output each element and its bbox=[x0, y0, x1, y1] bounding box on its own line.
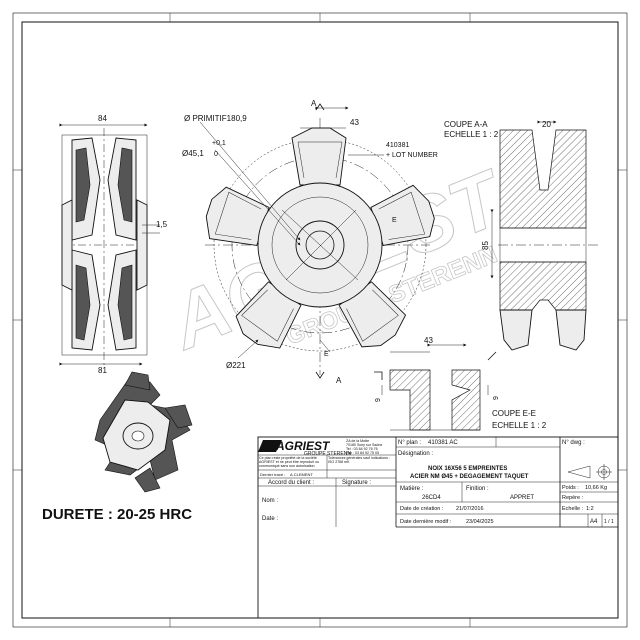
sheet-format: A4 bbox=[590, 519, 598, 525]
cut-a-bottom: A bbox=[336, 376, 342, 385]
client-name-label: Nom : bbox=[262, 498, 278, 504]
dim-20: 20 bbox=[542, 120, 551, 129]
last-user-value: A.CLEMENT bbox=[290, 472, 313, 477]
sheet-count: 1 / 1 bbox=[604, 519, 614, 525]
signature-label: Signature : bbox=[342, 480, 371, 486]
address-line-1: ZA de la Motte bbox=[346, 439, 369, 443]
cut-a-top: A bbox=[311, 99, 317, 108]
dim-offset-1-5: 1,5 bbox=[156, 220, 168, 229]
dwg-number-label: N° dwg : bbox=[562, 440, 585, 446]
isometric-view bbox=[94, 371, 193, 493]
cut-e-bottom: E bbox=[324, 351, 329, 358]
designation-label: Désignation : bbox=[398, 451, 433, 457]
address-line-3: Tel : 03 84 92 76 76 bbox=[346, 447, 378, 451]
plan-number-value: 410381 AC bbox=[428, 440, 458, 446]
cut-e-top: E bbox=[392, 217, 397, 224]
mark-label: Repère : bbox=[562, 495, 584, 501]
dim-43-top: 43 bbox=[350, 118, 359, 127]
section-e-scale: ECHELLE 1 : 2 bbox=[492, 421, 547, 430]
finish-label: Finition : bbox=[466, 486, 489, 492]
dim-width-84: 84 bbox=[98, 114, 107, 123]
dim-bore-diameter: Ø45,1 bbox=[182, 149, 204, 158]
client-date-label: Date : bbox=[262, 516, 278, 522]
zone-ticks bbox=[13, 13, 627, 627]
client-agreement-label: Accord du client : bbox=[268, 480, 314, 486]
scale-value: 1:2 bbox=[586, 506, 594, 512]
modified-label: Date dernière modif : bbox=[400, 519, 452, 525]
dim-9-right: 9 bbox=[493, 396, 500, 400]
weight-label: Poids : bbox=[562, 485, 579, 491]
section-e-e bbox=[374, 343, 497, 431]
front-view bbox=[199, 103, 435, 379]
address-line-2: 70180 Scey sur Saône bbox=[346, 443, 382, 447]
modified-value: 23/04/2025 bbox=[466, 519, 494, 525]
dim-9-left: 9 bbox=[375, 398, 382, 402]
created-value: 21/07/2016 bbox=[456, 506, 484, 512]
designation-line-1: NOIX 16X56 5 EMPREINTES bbox=[428, 466, 507, 472]
section-a-scale: ECHELLE 1 : 2 bbox=[444, 130, 499, 139]
plan-number-label: N° plan : bbox=[398, 440, 421, 446]
section-a-a bbox=[490, 120, 600, 351]
legal-notice-right: Tolérances générales sauf indications : … bbox=[328, 456, 390, 464]
weight-value: 10,66 Kg bbox=[585, 485, 607, 491]
legal-notice-left: Ce plan reste propriété de la société AG… bbox=[259, 456, 319, 468]
dim-bore-tol-upper: +0,1 bbox=[212, 140, 226, 147]
scale-label: Echelle : bbox=[562, 506, 584, 512]
hardness-note: DURETE : 20-25 HRC bbox=[42, 506, 193, 523]
section-a-title: COUPE A-A bbox=[444, 120, 488, 129]
section-e-title: COUPE E-E bbox=[492, 409, 536, 418]
logo-sub-text: GROUPE STERENN bbox=[304, 451, 351, 457]
dim-width-81: 81 bbox=[98, 366, 107, 375]
designation-line-2: ACIER NM Ø45 + DEGAGEMENT TAQUET bbox=[410, 474, 529, 480]
material-value: 26CD4 bbox=[422, 495, 441, 501]
material-label: Matière : bbox=[400, 486, 424, 492]
dim-43-section-e: 43 bbox=[424, 336, 433, 345]
agriest-logo: AGRIEST GROUPE STERENN bbox=[258, 439, 351, 457]
address-line-4: Fax : 03 84 92 75 05 bbox=[346, 451, 379, 455]
dim-bore-tol-lower: 0 bbox=[214, 151, 218, 158]
created-label: Date de création : bbox=[400, 506, 444, 512]
title-block bbox=[257, 436, 619, 619]
dim-outer-221: Ø221 bbox=[226, 361, 246, 370]
side-view bbox=[59, 123, 160, 366]
part-ref-label: 410381 bbox=[386, 142, 409, 149]
dim-85: 85 bbox=[481, 241, 490, 250]
dim-primitive-diameter: Ø PRIMITIF180,9 bbox=[184, 114, 247, 123]
logo-main-text: AGRIEST bbox=[275, 439, 331, 453]
last-user-label: Dernier tracé : bbox=[260, 472, 285, 477]
company-address: ZA de la Motte 70180 Scey sur Saône Tel … bbox=[346, 439, 382, 455]
finish-value: APPRET bbox=[510, 495, 534, 501]
lot-number-label: + LOT NUMBER bbox=[386, 152, 438, 159]
